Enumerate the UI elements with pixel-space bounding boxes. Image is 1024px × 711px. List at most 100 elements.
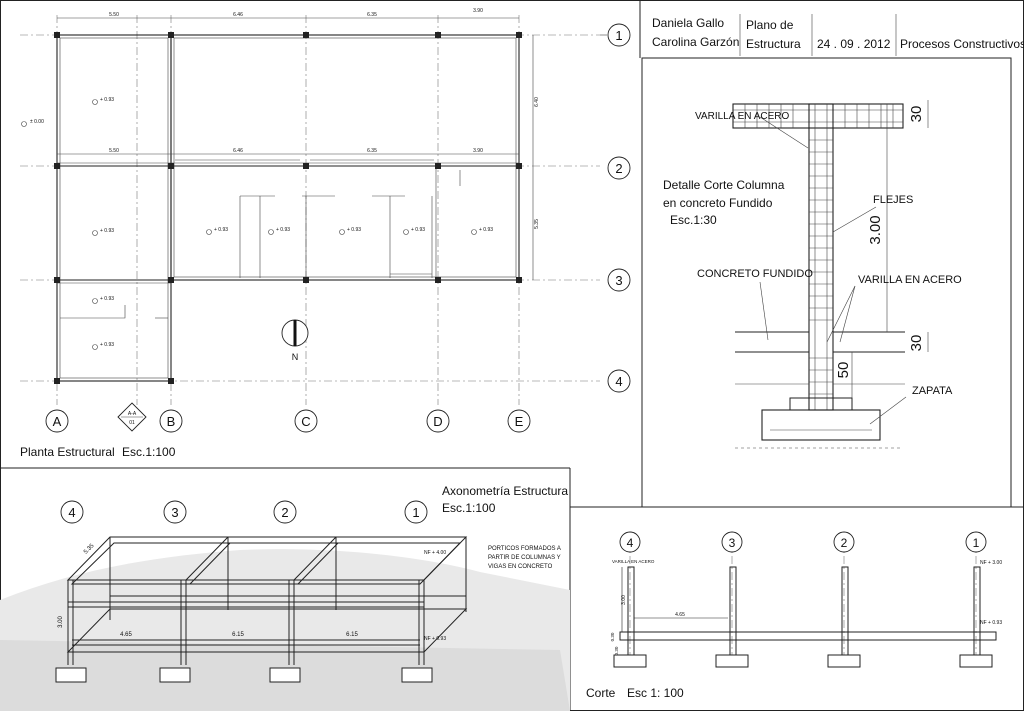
axo-dim-2: 6.15 <box>232 632 244 638</box>
svg-text:2: 2 <box>841 536 848 550</box>
svg-text:A: A <box>53 414 62 429</box>
svg-text:01: 01 <box>129 420 135 426</box>
svg-text:N: N <box>292 352 299 362</box>
axis-bubble-e <box>507 409 531 433</box>
svg-text:2: 2 <box>281 505 288 520</box>
author-1: Daniela Gallo <box>652 16 724 30</box>
dim-top-3: 6.35 <box>367 12 377 18</box>
svg-text:+ 0.93: + 0.93 <box>100 296 114 302</box>
dim-mid-4: 3.90 <box>473 148 483 154</box>
dim-top-1: 5.50 <box>109 12 119 18</box>
section-level-top: NF + 3.00 <box>980 560 1002 566</box>
plan-title-1: Plano de <box>746 18 794 32</box>
dim-mid-1: 5.50 <box>109 148 119 154</box>
axo-dim-1: 4.65 <box>120 632 132 638</box>
sheet-date: 24 . 09 . 2012 <box>817 37 891 51</box>
axo-note-1: PORTICOS FORMADOS A <box>488 546 561 552</box>
detail-dim-top: 30 <box>908 106 925 123</box>
dim-right-2: 5.35 <box>534 219 540 229</box>
axo-note-2: PARTIR DE COLUMNAS Y <box>488 555 561 561</box>
svg-text:3: 3 <box>615 273 622 288</box>
label-stirrups: FLEJES <box>873 194 913 206</box>
axo-note-3: VIGAS EN CONCRETO <box>488 564 553 570</box>
axis-bubble-a <box>45 409 69 433</box>
axo-title: Axonometría Estructura <box>442 484 568 498</box>
svg-text:+ 0.93: + 0.93 <box>100 97 114 103</box>
axo-axis-3 <box>163 500 187 524</box>
plan-title: Planta Estructural <box>20 445 115 459</box>
svg-text:C: C <box>301 414 310 429</box>
svg-text:A-A: A-A <box>128 411 137 417</box>
svg-text:D: D <box>433 414 442 429</box>
author-2: Carolina Garzón <box>652 35 739 49</box>
svg-text:+ 0.93: + 0.93 <box>347 227 361 233</box>
detail-title-2: en concreto Fundido <box>663 196 773 210</box>
svg-text:1: 1 <box>615 28 622 43</box>
title-block: Daniela Gallo Carolina Garzón Plano de E… <box>652 14 1024 56</box>
axo-level-top: NF + 4.00 <box>424 550 446 556</box>
detail-title-1: Detalle Corte Columna <box>663 178 785 192</box>
plan-scale: Esc.1:100 <box>122 445 176 459</box>
svg-text:+ 0.93: + 0.93 <box>214 227 228 233</box>
axo-dim-height: 3.00 <box>58 616 64 628</box>
label-rebar: VARILLA EN ACERO <box>858 274 962 286</box>
dim-top-4: 3.90 <box>473 8 483 14</box>
course-name: Procesos Constructivos <box>900 37 1024 51</box>
section-dim-base-2: 0.30 <box>614 646 619 655</box>
axo-axis-2 <box>273 500 297 524</box>
svg-text:3: 3 <box>729 536 736 550</box>
svg-text:4: 4 <box>68 505 75 520</box>
plan-level-marks: ± 0.00 + 0.93 + 0.93 + 0.93 + 0.93 + 0.9… <box>21 97 493 350</box>
axo-frame <box>66 536 468 665</box>
axo-scale: Esc.1:100 <box>442 501 496 515</box>
dim-right-1: 6.40 <box>534 97 540 107</box>
beam-stirrups <box>744 104 894 128</box>
structural-plan: 5.50 6.46 6.35 3.90 5.50 6.46 6.35 3.90 … <box>20 8 631 459</box>
section-axis-2 <box>833 531 855 553</box>
svg-text:4: 4 <box>615 374 622 389</box>
detail-dim-base: 50 <box>835 362 852 379</box>
detail-dim-height: 3.00 <box>867 215 884 244</box>
section-structure <box>619 566 997 656</box>
svg-text:B: B <box>167 414 176 429</box>
axo-dim-3: 6.15 <box>346 632 358 638</box>
svg-text:+ 0.93: + 0.93 <box>100 342 114 348</box>
svg-text:4: 4 <box>627 536 634 550</box>
plan-columns <box>54 32 522 384</box>
section-level-bottom: NF + 0.93 <box>980 620 1002 626</box>
axo-axis-4 <box>60 500 84 524</box>
label-rebar-top: VARILLA EN ACERO <box>695 111 790 122</box>
axis-bubble-b <box>159 409 183 433</box>
svg-text:+ 0.93: + 0.93 <box>479 227 493 233</box>
section-title: Corte <box>586 686 616 700</box>
section-axis-4 <box>619 531 641 553</box>
dim-top-2: 6.46 <box>233 12 243 18</box>
axo-footings <box>55 667 433 683</box>
detail-scale: Esc.1:30 <box>670 213 717 227</box>
section-axis-3 <box>721 531 743 553</box>
axis-bubble-d <box>426 409 450 433</box>
svg-text:± 0.00: ± 0.00 <box>30 119 44 125</box>
axo-axis-1 <box>404 500 428 524</box>
svg-text:+ 0.93: + 0.93 <box>411 227 425 233</box>
axis-bubble-1 <box>607 23 631 47</box>
column-detail: 3.00 30 30 50 VARILLA EN ACERO FLEJES CO… <box>663 100 962 449</box>
svg-text:E: E <box>515 414 524 429</box>
column-stirrups <box>809 139 833 395</box>
svg-text:1: 1 <box>412 505 419 520</box>
section-axis-1 <box>965 531 987 553</box>
section-label-rebar: VARILLA EN ACERO <box>612 559 655 564</box>
label-footing: ZAPATA <box>912 385 953 397</box>
label-concrete: CONCRETO FUNDIDO <box>697 268 813 280</box>
svg-text:+ 0.93: + 0.93 <box>100 228 114 234</box>
svg-text:1: 1 <box>973 536 980 550</box>
section-scale: Esc 1: 100 <box>627 686 684 700</box>
north-arrow-icon: N <box>281 319 309 362</box>
section-dim-height: 3.00 <box>621 595 627 605</box>
axis-bubble-4 <box>607 369 631 393</box>
axo-level-bottom: NF + 0.93 <box>424 636 446 642</box>
detail-dim-slab: 30 <box>908 335 925 352</box>
axonometric-view: 4 3 2 1 4.65 6.15 6.15 3.00 5.35 NF + 4.… <box>0 484 570 711</box>
section-footings <box>613 654 993 668</box>
